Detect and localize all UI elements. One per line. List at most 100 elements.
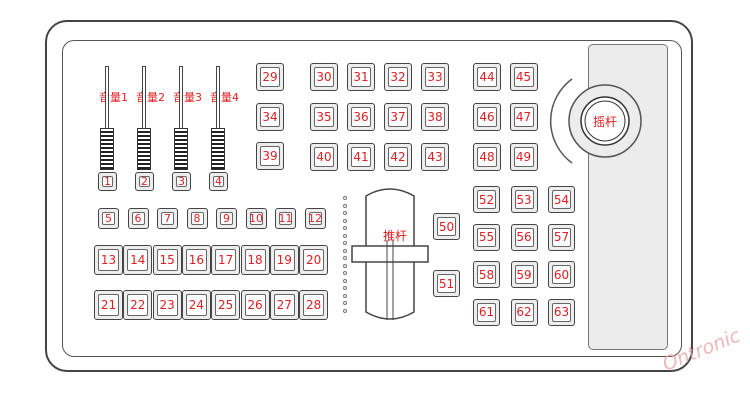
panel-key[interactable]: 33 xyxy=(421,63,449,91)
panel-key[interactable]: 48 xyxy=(473,143,501,171)
tbar-led-dot xyxy=(343,218,347,223)
tbar-led-dot xyxy=(343,233,347,238)
panel-key-label: 57 xyxy=(552,227,571,247)
panel-key[interactable]: 6 xyxy=(127,208,149,229)
panel-key[interactable]: 12 xyxy=(304,208,326,229)
panel-key[interactable]: 50 xyxy=(433,213,460,240)
panel-key-label: 61 xyxy=(477,302,496,322)
panel-key[interactable]: 19 xyxy=(269,245,299,275)
panel-key-label: 23 xyxy=(156,294,178,316)
panel-key[interactable]: 9 xyxy=(216,208,237,229)
panel-key-label: 27 xyxy=(273,294,295,316)
panel-key[interactable]: 11 xyxy=(275,208,296,229)
panel-key-label: 44 xyxy=(477,67,497,87)
panel-key[interactable]: 63 xyxy=(548,298,575,326)
panel-key-label: 25 xyxy=(215,294,237,316)
panel-key[interactable]: 58 xyxy=(473,261,500,288)
panel-key[interactable]: 10 xyxy=(245,208,267,229)
panel-inner-frame xyxy=(62,40,682,357)
tbar-led-dot xyxy=(343,241,347,245)
fader-knob[interactable] xyxy=(211,128,225,170)
panel-key-label: 37 xyxy=(388,107,408,127)
panel-key-label: 40 xyxy=(314,147,334,167)
panel-key-label: 51 xyxy=(437,274,456,293)
panel-key-label: 26 xyxy=(244,294,266,316)
panel-key[interactable]: 32 xyxy=(384,63,412,91)
panel-key[interactable]: 47 xyxy=(509,103,538,131)
panel-key-label: 34 xyxy=(260,106,280,127)
panel-key[interactable]: 35 xyxy=(310,103,338,131)
tbar-icon xyxy=(351,188,429,320)
panel-key[interactable]: 60 xyxy=(548,261,575,288)
panel-key[interactable]: 24 xyxy=(181,290,211,320)
panel-key[interactable]: 46 xyxy=(473,103,501,131)
tbar-label: 推杆 xyxy=(383,229,408,243)
panel-key[interactable]: 4 xyxy=(209,172,228,191)
panel-key[interactable]: 5 xyxy=(98,208,119,229)
panel-key[interactable]: 49 xyxy=(509,143,538,171)
fader-label: 音量4 xyxy=(210,91,239,104)
panel-key[interactable]: 43 xyxy=(421,143,449,171)
tbar-led-dot xyxy=(343,263,347,268)
panel-key[interactable]: 13 xyxy=(94,245,123,275)
panel-key[interactable]: 56 xyxy=(510,223,538,251)
panel-key[interactable]: 30 xyxy=(310,63,338,91)
panel-key[interactable]: 26 xyxy=(240,290,270,320)
panel-key[interactable]: 52 xyxy=(473,186,500,213)
panel-key[interactable]: 18 xyxy=(240,245,270,275)
panel-key-label: 1 xyxy=(102,175,113,188)
panel-key-label: 42 xyxy=(388,147,408,167)
panel-key[interactable]: 40 xyxy=(310,143,338,171)
panel-key[interactable]: 51 xyxy=(433,270,460,297)
panel-key-label: 63 xyxy=(552,302,571,322)
panel-key[interactable]: 38 xyxy=(421,103,449,131)
panel-key-label: 21 xyxy=(98,294,119,316)
panel-key[interactable]: 2 xyxy=(135,172,154,191)
panel-key-label: 18 xyxy=(244,249,266,271)
joystick-guard xyxy=(549,78,573,164)
fader-label: 音量3 xyxy=(173,91,202,104)
panel-key[interactable]: 27 xyxy=(269,290,299,320)
panel-key[interactable]: 61 xyxy=(473,298,500,326)
panel-key[interactable]: 16 xyxy=(181,245,211,275)
panel-key[interactable]: 15 xyxy=(152,245,182,275)
panel-key[interactable]: 29 xyxy=(256,63,284,91)
panel-key[interactable]: 62 xyxy=(510,298,538,326)
panel-key[interactable]: 34 xyxy=(256,102,284,131)
tbar-led-dot xyxy=(343,248,347,253)
fader-knob[interactable] xyxy=(137,128,151,170)
joystick-label: 摇杆 xyxy=(593,115,618,129)
panel-key[interactable]: 41 xyxy=(347,143,375,171)
panel-key[interactable]: 55 xyxy=(473,223,500,251)
panel-key[interactable]: 14 xyxy=(123,245,153,275)
panel-key-label: 3 xyxy=(176,175,187,188)
panel-key[interactable]: 8 xyxy=(186,208,208,229)
panel-key[interactable]: 37 xyxy=(384,103,412,131)
panel-key[interactable]: 3 xyxy=(172,172,191,191)
fader-knob[interactable] xyxy=(174,128,188,170)
panel-key-label: 45 xyxy=(513,67,534,87)
tbar-led-dot xyxy=(343,278,347,283)
panel-key[interactable]: 39 xyxy=(256,142,284,170)
panel-key[interactable]: 59 xyxy=(510,261,538,288)
panel-key[interactable]: 31 xyxy=(347,63,375,91)
panel-key[interactable]: 21 xyxy=(94,290,123,320)
panel-key[interactable]: 23 xyxy=(152,290,182,320)
panel-key[interactable]: 17 xyxy=(211,245,241,275)
panel-key[interactable]: 54 xyxy=(548,186,575,213)
fader-label: 音量2 xyxy=(136,91,165,104)
panel-key[interactable]: 25 xyxy=(211,290,241,320)
panel-key[interactable]: 42 xyxy=(384,143,412,171)
panel-key[interactable]: 28 xyxy=(299,290,329,320)
fader-knob[interactable] xyxy=(100,128,114,170)
panel-key[interactable]: 53 xyxy=(510,186,538,213)
panel-key[interactable]: 57 xyxy=(548,223,575,251)
panel-key[interactable]: 44 xyxy=(473,63,501,91)
panel-key[interactable]: 7 xyxy=(157,208,178,229)
panel-key[interactable]: 22 xyxy=(123,290,153,320)
panel-key[interactable]: 45 xyxy=(509,63,538,91)
panel-key-label: 10 xyxy=(249,212,263,225)
panel-key[interactable]: 1 xyxy=(98,172,117,191)
panel-key[interactable]: 36 xyxy=(347,103,375,131)
panel-key[interactable]: 20 xyxy=(299,245,329,275)
